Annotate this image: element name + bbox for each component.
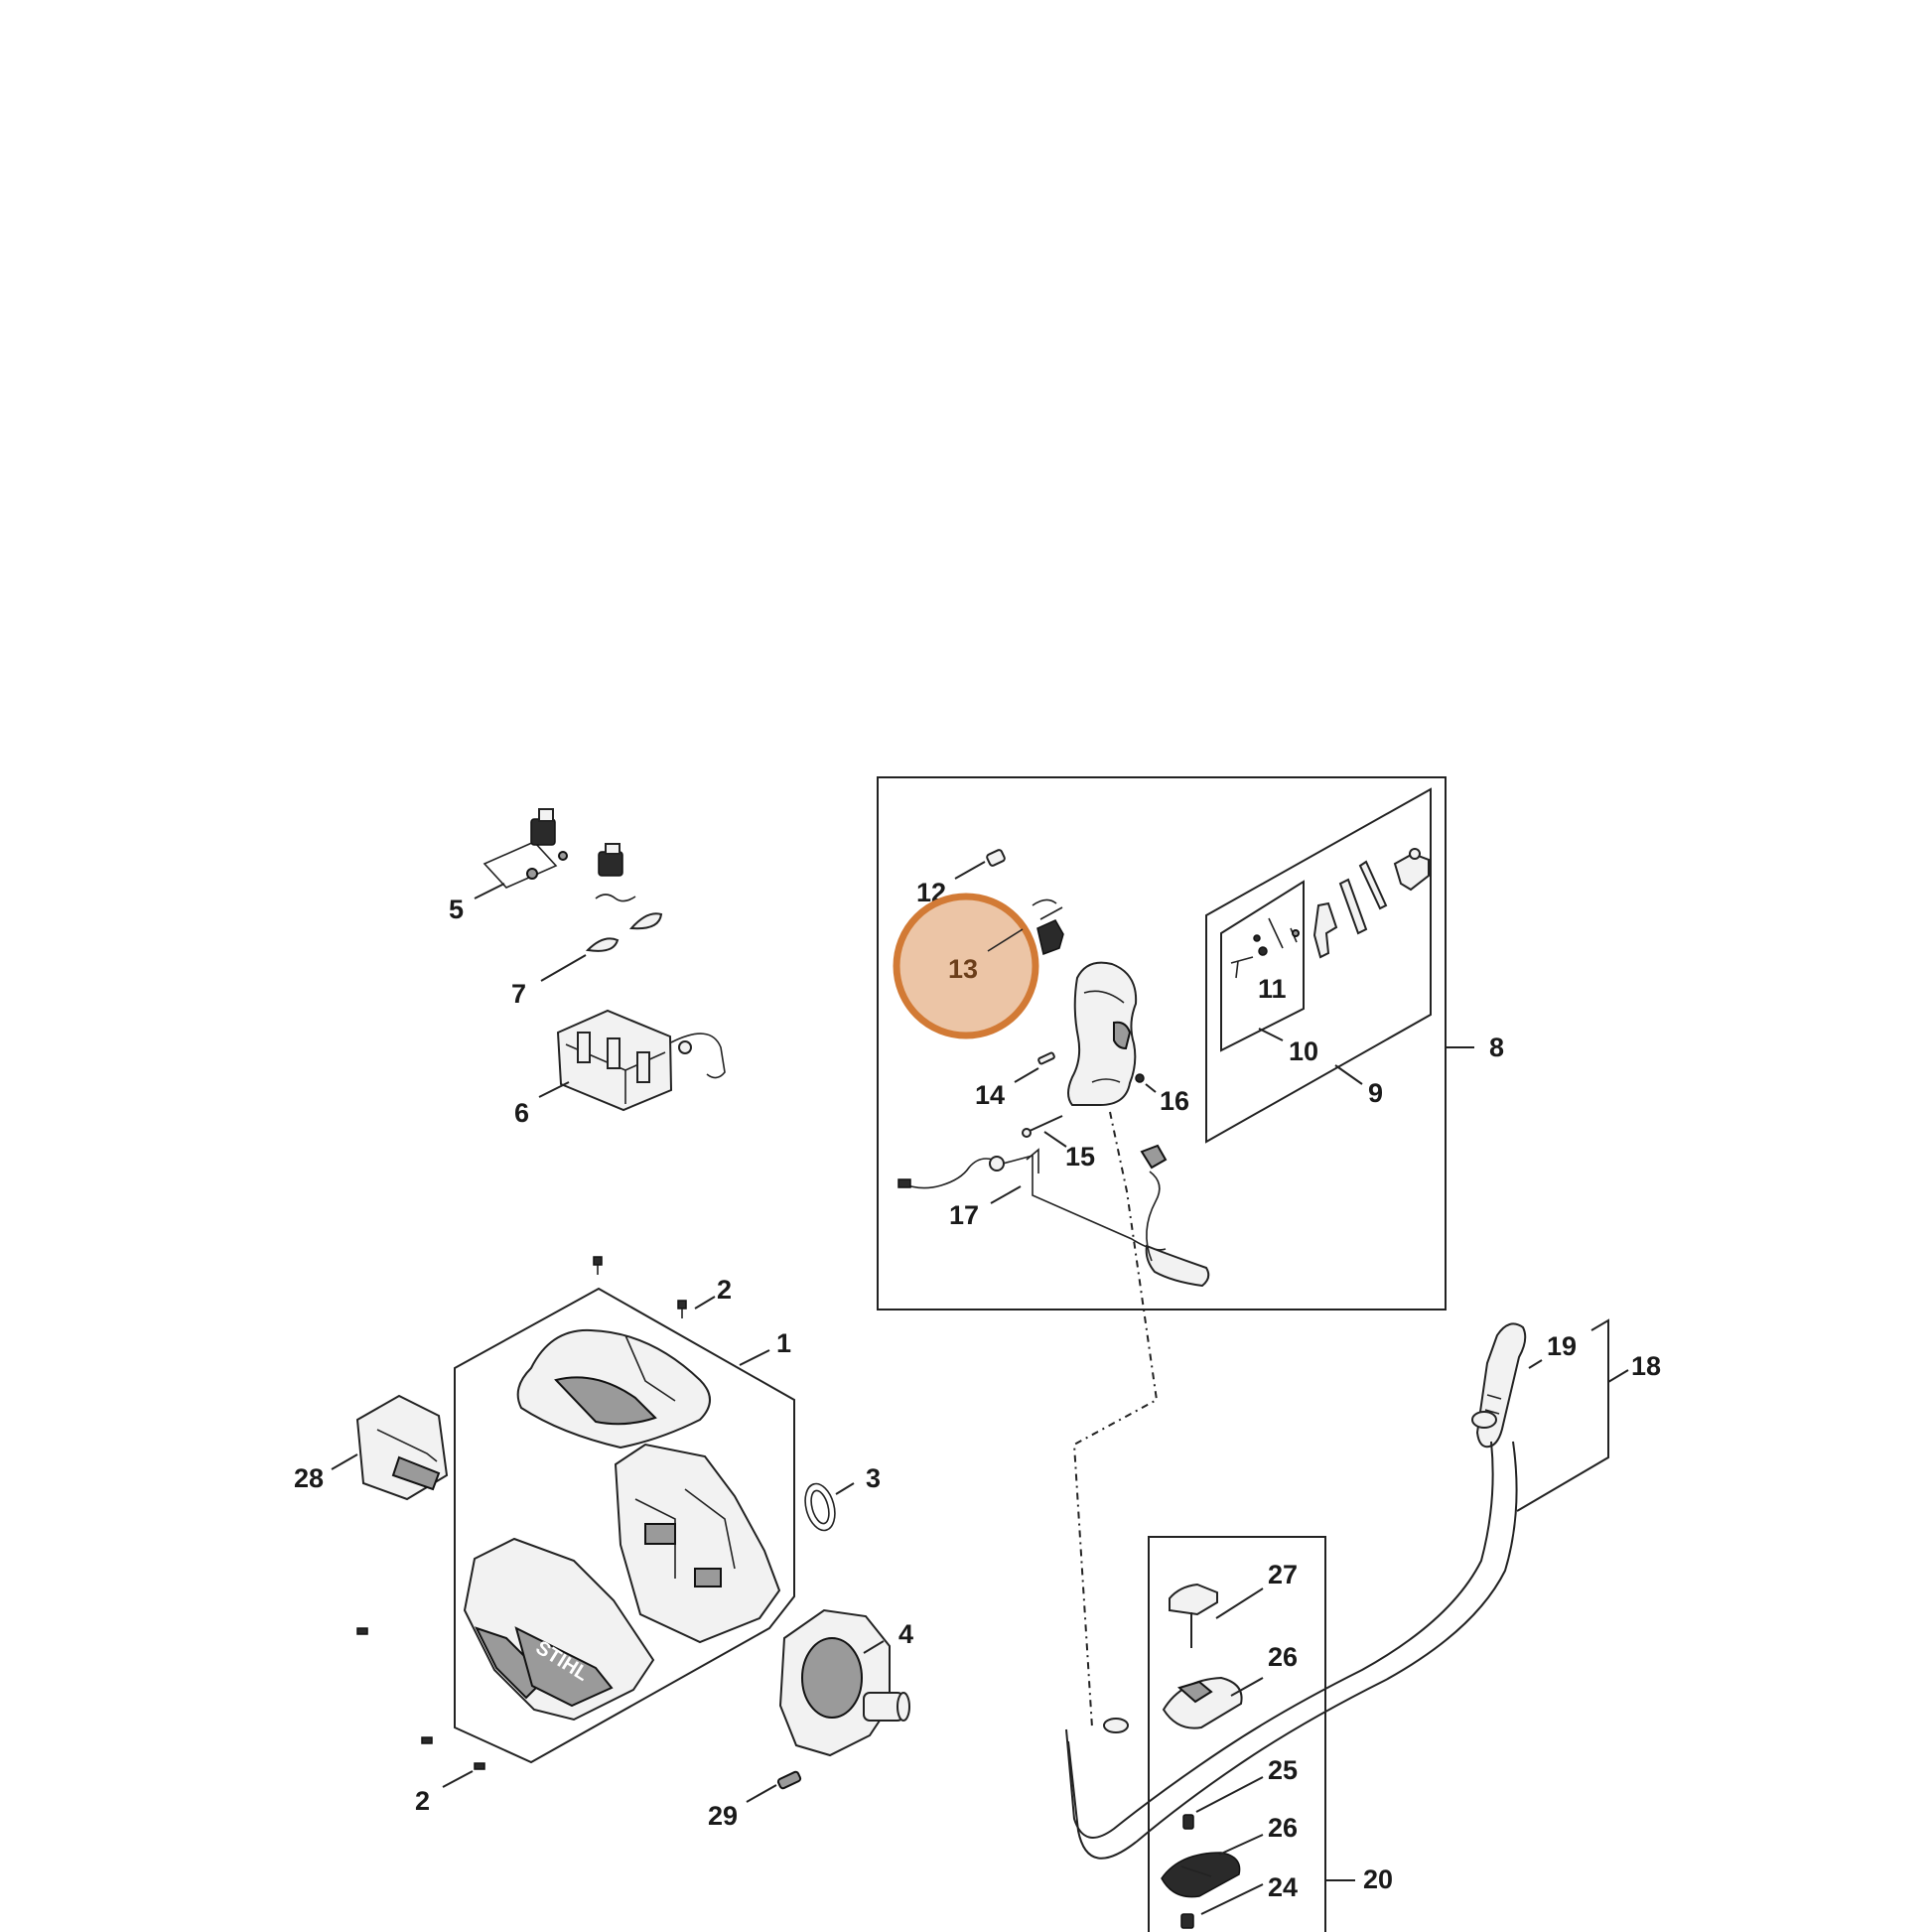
switch-contact-part bbox=[474, 808, 636, 902]
parts-set-10-frame bbox=[1220, 880, 1305, 1052]
part-label-3: 3 bbox=[866, 1463, 881, 1493]
highlight-marker-13[interactable]: 13 bbox=[893, 893, 1039, 1039]
part-label-18: 18 bbox=[1631, 1351, 1661, 1381]
highlight-label-13: 13 bbox=[948, 954, 978, 984]
screw-part-14 bbox=[1014, 1051, 1055, 1083]
motor-part-4 bbox=[778, 1608, 910, 1757]
part-label-29: 29 bbox=[708, 1801, 738, 1831]
part-label-20: 20 bbox=[1363, 1864, 1393, 1894]
part-label-5: 5 bbox=[449, 895, 464, 924]
part-label-6: 6 bbox=[514, 1098, 529, 1128]
highlight-circle[interactable] bbox=[893, 893, 1039, 1039]
cable-part-17 bbox=[897, 1144, 1210, 1288]
loop-handle-group: 18 19 bbox=[1065, 1318, 1661, 1860]
screw-part-2-lower bbox=[356, 1627, 485, 1788]
part-label-15: 15 bbox=[1065, 1142, 1095, 1172]
part-label-24: 24 bbox=[1268, 1872, 1298, 1902]
part-label-17: 17 bbox=[949, 1200, 979, 1230]
trigger-lever-parts bbox=[1312, 848, 1430, 959]
part-label-1: 1 bbox=[776, 1328, 791, 1358]
screw-part-2-upper bbox=[593, 1256, 716, 1318]
screw-part-16 bbox=[1135, 1073, 1157, 1093]
assembly-line bbox=[1072, 1111, 1159, 1728]
bolt-part-15 bbox=[1022, 1115, 1067, 1148]
housing-set-1-frame bbox=[454, 1287, 795, 1764]
switch-part-13 bbox=[1032, 898, 1064, 956]
switch-pin-part bbox=[954, 849, 1006, 880]
part-label-28: 28 bbox=[294, 1463, 324, 1493]
switch-assembly-group: 5 7 6 bbox=[449, 808, 726, 1128]
control-handle-part bbox=[1067, 961, 1138, 1106]
part-label-2-upper: 2 bbox=[717, 1275, 732, 1305]
part-label-25: 25 bbox=[1268, 1755, 1298, 1785]
clamp-group: 20 27 26 25 26 24 bbox=[1148, 1536, 1393, 1932]
gasket-part-3 bbox=[804, 1482, 855, 1532]
part-label-11: 11 bbox=[1258, 974, 1287, 1004]
motor-housing-group: 1 STIHL bbox=[454, 1287, 795, 1764]
part-label-26-upper: 26 bbox=[1268, 1642, 1298, 1672]
trigger-small-parts bbox=[1230, 917, 1300, 979]
switch-housing-part bbox=[538, 1009, 726, 1112]
part-label-2-lower: 2 bbox=[415, 1786, 430, 1816]
parts-set-9-frame bbox=[1205, 787, 1432, 1144]
part-label-27: 27 bbox=[1268, 1560, 1298, 1589]
part-label-9: 9 bbox=[1368, 1078, 1383, 1108]
part-label-7: 7 bbox=[511, 979, 526, 1009]
part-label-4: 4 bbox=[898, 1619, 913, 1649]
part-label-19: 19 bbox=[1547, 1331, 1577, 1361]
part-label-26-lower: 26 bbox=[1268, 1813, 1298, 1843]
part-label-14: 14 bbox=[975, 1080, 1005, 1110]
battery-cover-part-28 bbox=[331, 1394, 449, 1501]
switch-spring-part bbox=[540, 912, 663, 982]
part-label-8: 8 bbox=[1489, 1033, 1504, 1062]
control-handle-group: 8 9 10 11 bbox=[877, 776, 1504, 1311]
part-label-16: 16 bbox=[1160, 1086, 1189, 1116]
screw-part-29 bbox=[746, 1770, 802, 1803]
part-label-10: 10 bbox=[1289, 1036, 1318, 1066]
